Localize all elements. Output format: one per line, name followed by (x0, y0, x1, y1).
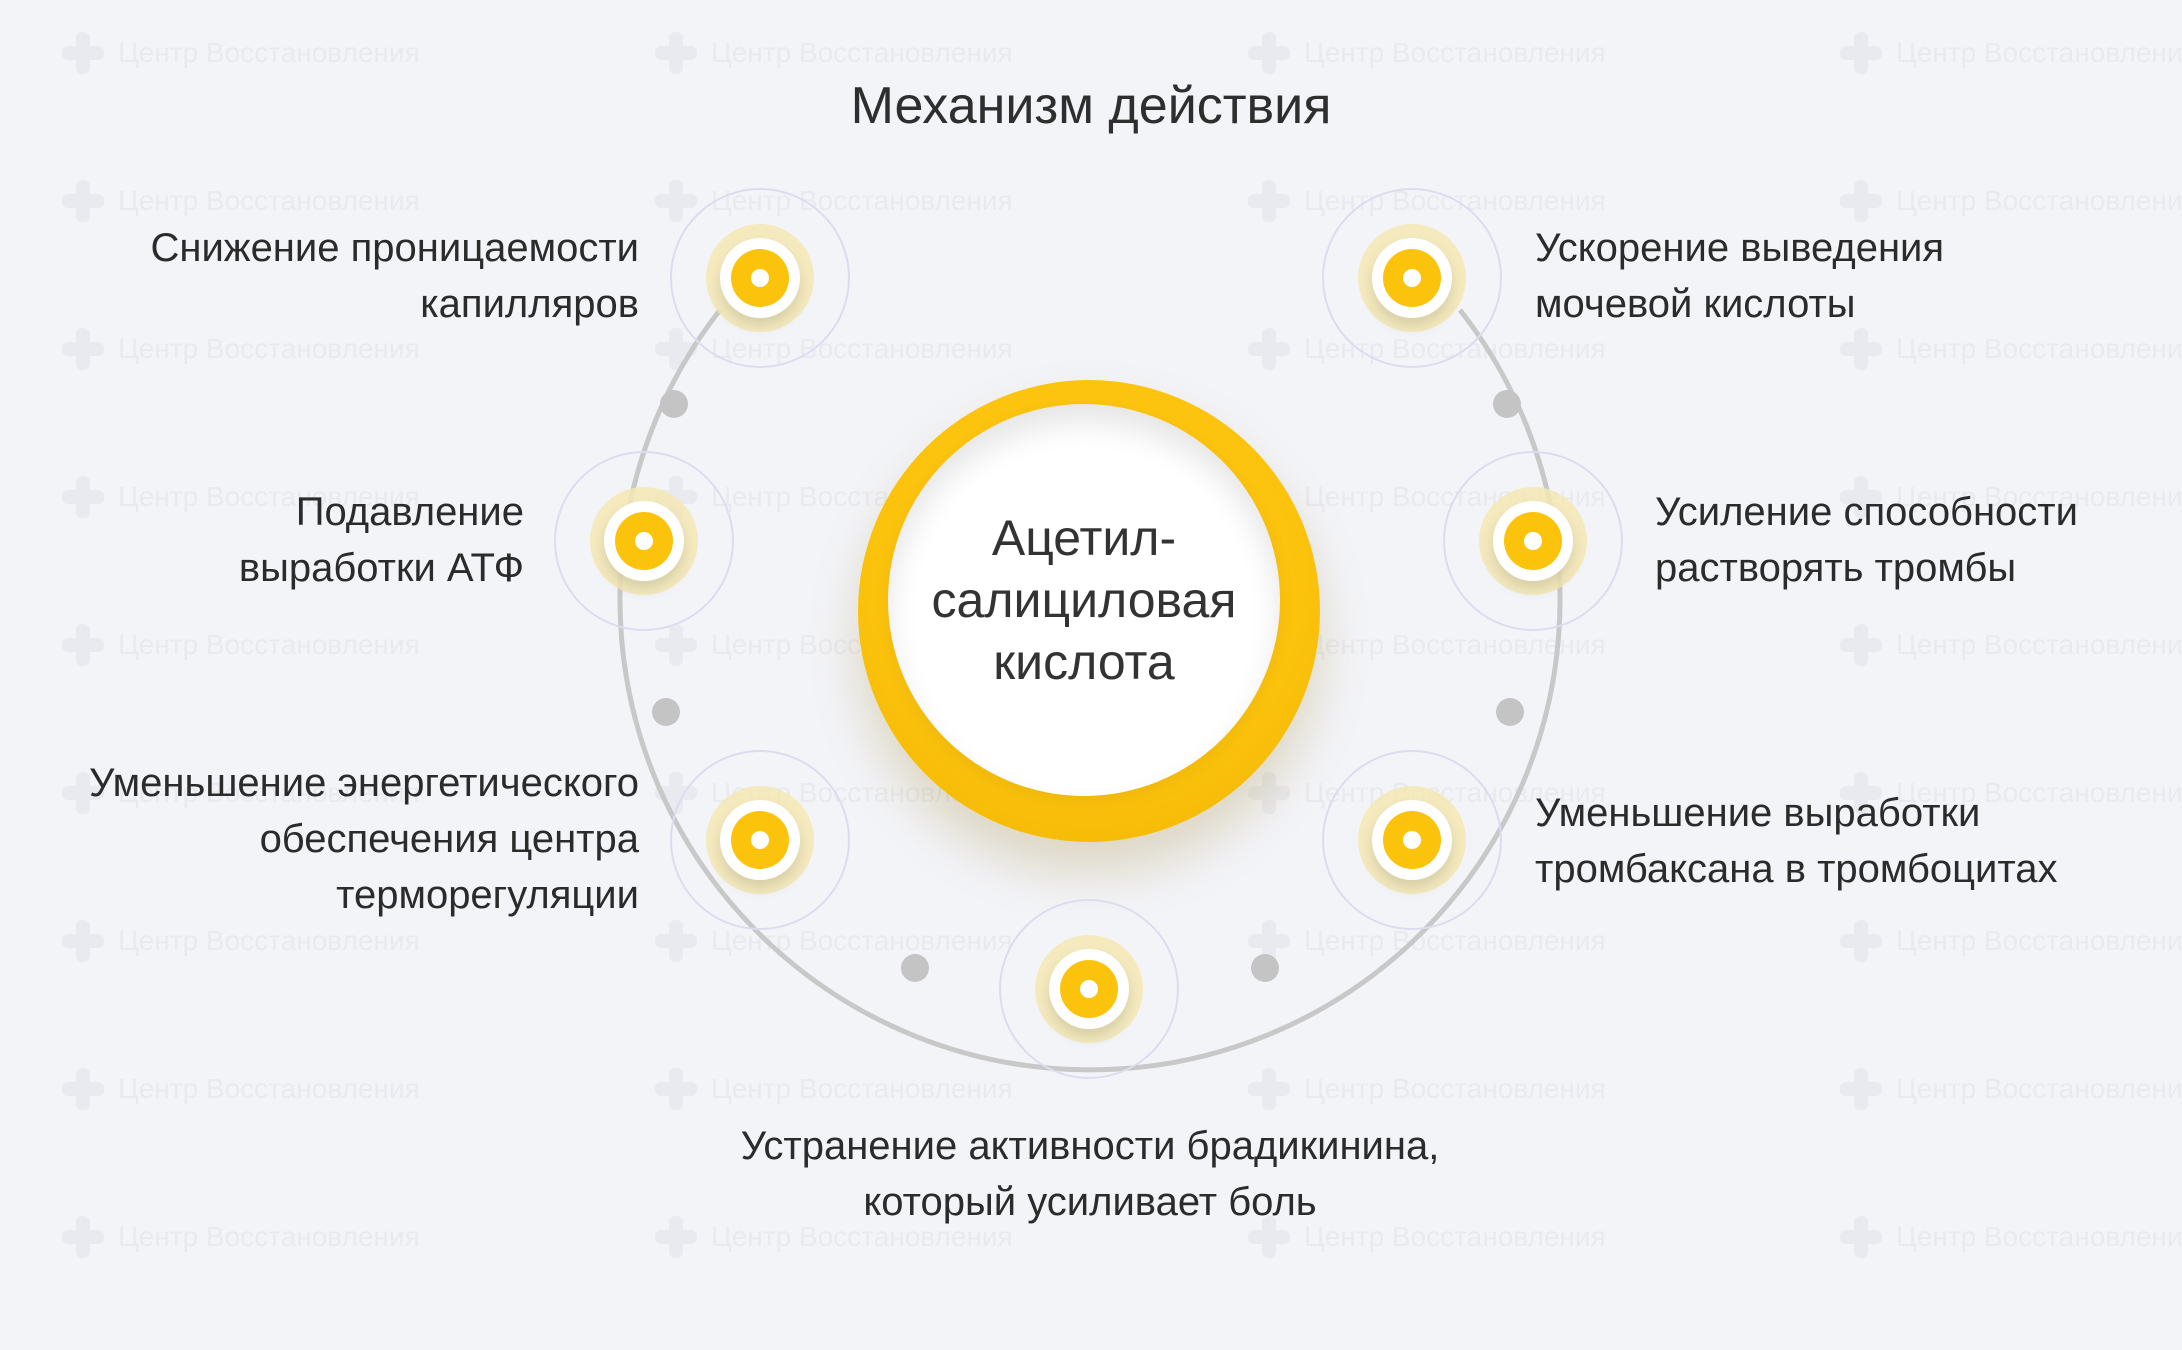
node-dot (751, 269, 769, 287)
connector-dot (901, 954, 929, 982)
node-dot (1403, 269, 1421, 287)
node-halo (670, 188, 850, 368)
node-halo (554, 451, 734, 631)
center-label: Ацетил- салициловая кислота (931, 510, 1237, 690)
connector-dot (652, 698, 680, 726)
node-dot (1403, 831, 1421, 849)
connector-dot (1496, 698, 1524, 726)
node-low-right (1322, 750, 1502, 930)
label-bottom: Устранение активности брадикинина, котор… (740, 1124, 1440, 1224)
node-dot (635, 532, 653, 550)
diagram-title: Механизм действия (850, 77, 1332, 135)
label-top-right: Ускорение выведения мочевой кислоты (1535, 226, 1945, 326)
center-circle: Ацетил- салициловая кислота (888, 404, 1280, 796)
connector-dot (1493, 390, 1521, 418)
label-mid-left: Подавление выработки АТФ (238, 490, 524, 590)
node-dot (751, 831, 769, 849)
node-top-right (1322, 188, 1502, 368)
node-halo (670, 750, 850, 930)
node-bottom (999, 899, 1179, 1079)
connector-dot (1251, 954, 1279, 982)
node-halo (1322, 188, 1502, 368)
node-top-left (670, 188, 850, 368)
node-mid-right (1443, 451, 1623, 631)
node-dot (1524, 532, 1542, 550)
node-halo (1443, 451, 1623, 631)
node-dot (1080, 980, 1098, 998)
connector-dot (660, 390, 688, 418)
node-halo (1322, 750, 1502, 930)
node-low-left (670, 750, 850, 930)
label-top-left: Снижение проницаемости капилляров (150, 226, 639, 326)
label-low-left: Уменьшение энергетического обеспечения ц… (89, 761, 639, 917)
node-halo (999, 899, 1179, 1079)
node-mid-left (554, 451, 734, 631)
label-low-right: Уменьшение выработки тромбаксана в тромб… (1535, 791, 2058, 891)
label-mid-right: Усиление способности растворять тромбы (1655, 490, 2078, 590)
